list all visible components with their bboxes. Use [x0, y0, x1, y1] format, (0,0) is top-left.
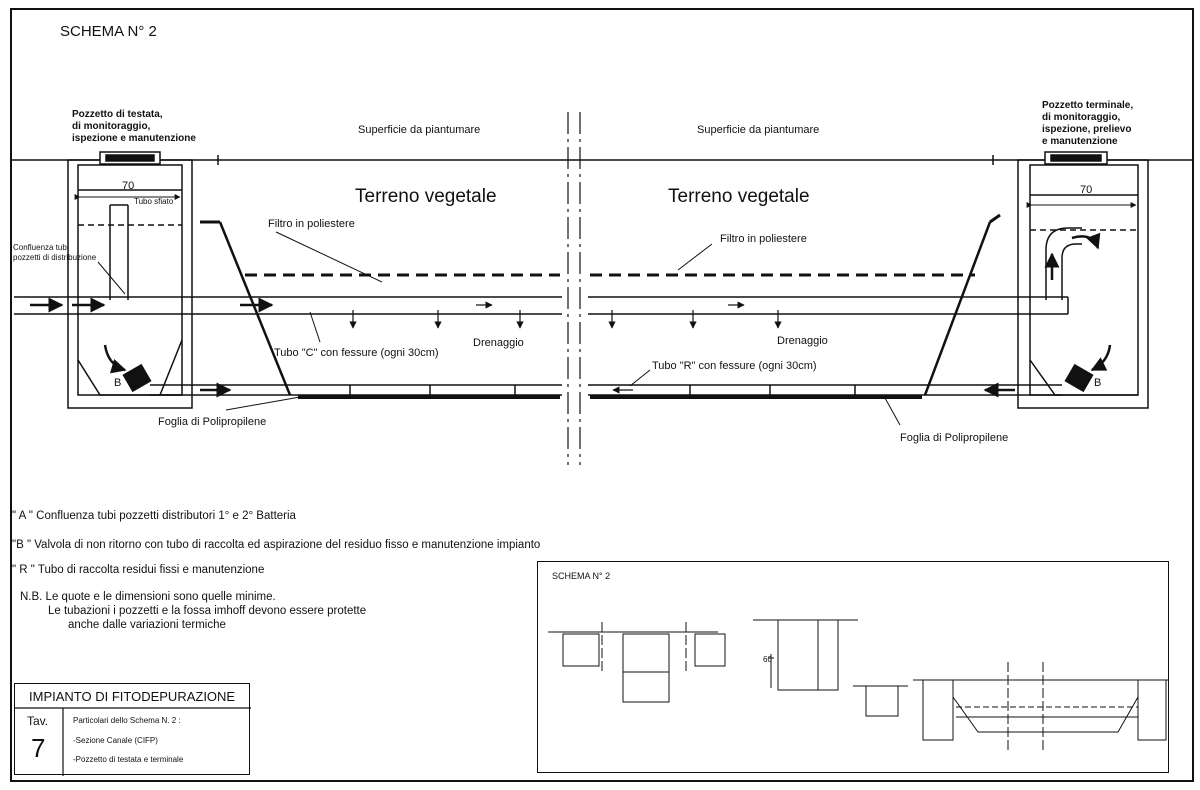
inset-overview: SCHEMA N° 2	[537, 561, 1169, 773]
curved-arrows	[103, 232, 1112, 374]
valve-left	[122, 363, 152, 393]
left-manhole-label-3: ispezione e manutenzione	[72, 133, 196, 144]
valve-label-left: B	[114, 377, 122, 389]
left-manhole-label-2: di monitoraggio,	[72, 121, 151, 132]
center-break-line	[567, 112, 581, 465]
title-block: IMPIANTO DI FITODEPURAZIONE Tav. 7 Parti…	[14, 683, 251, 776]
filter-label-left: Filtro in poliestere	[268, 218, 355, 230]
soil-label-left: Terreno vegetale	[355, 186, 497, 207]
dim-label-left: 70	[122, 180, 135, 192]
note-line-2: Le tubazioni i pozzetti e la fossa imhof…	[48, 605, 367, 617]
drainage-arrows	[349, 310, 782, 329]
right-manhole-label-2: di monitoraggio,	[1042, 112, 1121, 123]
left-manhole	[67, 151, 193, 409]
confluence-label-2: pozzetti di distribuzione	[13, 253, 97, 262]
right-manhole-label-1: Pozzetto terminale,	[1042, 100, 1134, 111]
small-arrows	[476, 301, 745, 394]
title-block-lines	[15, 707, 251, 776]
ground-line	[12, 155, 1192, 165]
leader-lines	[97, 231, 901, 426]
right-manhole-label-4: e manutenzione	[1042, 136, 1118, 147]
filter-label-right: Filtro in poliestere	[720, 233, 807, 245]
canal-walls	[200, 213, 1001, 396]
sheet-label-left: Foglia di Polipropilene	[158, 416, 267, 428]
tav-number: 7	[31, 733, 46, 763]
inset-title: SCHEMA N° 2	[552, 571, 611, 581]
pipe-c-label: Tubo "C" con fessure (ogni 30cm)	[274, 347, 439, 359]
soil-label-right: Terreno vegetale	[668, 186, 810, 207]
right-manhole-label-3: ispezione, prelievo	[1042, 124, 1132, 135]
note-line-1: N.B. Le quote e le dimensioni sono quell…	[20, 591, 276, 603]
inset-dim-label: 60	[763, 655, 772, 664]
title-block-line-3: -Pozzetto di testata e terminale	[73, 755, 184, 764]
drainage-label-left: Drenaggio	[473, 337, 524, 349]
legend-a: " A " Confluenza tubi pozzetti distribut…	[12, 510, 296, 522]
tav-label: Tav.	[27, 714, 49, 728]
right-elbow-pipe	[1045, 227, 1082, 300]
pipe-r-label: Tubo "R" con fessure (ogni 30cm)	[652, 360, 817, 372]
valve-label-right: B	[1094, 377, 1102, 389]
pipe-c	[14, 296, 1069, 315]
sheet-label-right: Foglia di Polipropilene	[900, 432, 1009, 444]
surface-label-left: Superficie da piantumare	[358, 124, 481, 136]
left-manhole-label-1: Pozzetto di testata,	[72, 109, 163, 120]
drainage-label-right: Drenaggio	[777, 335, 828, 347]
drawing-sheet	[10, 8, 1194, 782]
dim-label-right: 70	[1080, 184, 1093, 196]
title-block-line-2: -Sezione Canale (CIFP)	[73, 736, 158, 745]
title-block-line-1: Particolari dello Schema N. 2 :	[73, 716, 181, 725]
right-manhole	[1017, 151, 1149, 409]
confluence-label-1: Confluenza tubi	[13, 243, 69, 252]
flow-arrows	[30, 252, 1060, 398]
inset-sketch	[548, 619, 1168, 752]
vent-pipe	[109, 204, 129, 300]
title-block-heading: IMPIANTO DI FITODEPURAZIONE	[29, 689, 236, 704]
legend-b: "B " Valvola di non ritorno con tubo di …	[12, 539, 541, 551]
legend-r: " R " Tubo di raccolta residui fissi e m…	[12, 564, 265, 576]
valve-right	[1064, 363, 1094, 393]
schema-title: SCHEMA N° 2	[60, 23, 157, 40]
vent-pipe-label: Tubo sfiato	[134, 197, 174, 206]
note-line-3: anche dalle variazioni termiche	[68, 619, 226, 631]
surface-label-right: Superficie da piantumare	[697, 124, 820, 136]
